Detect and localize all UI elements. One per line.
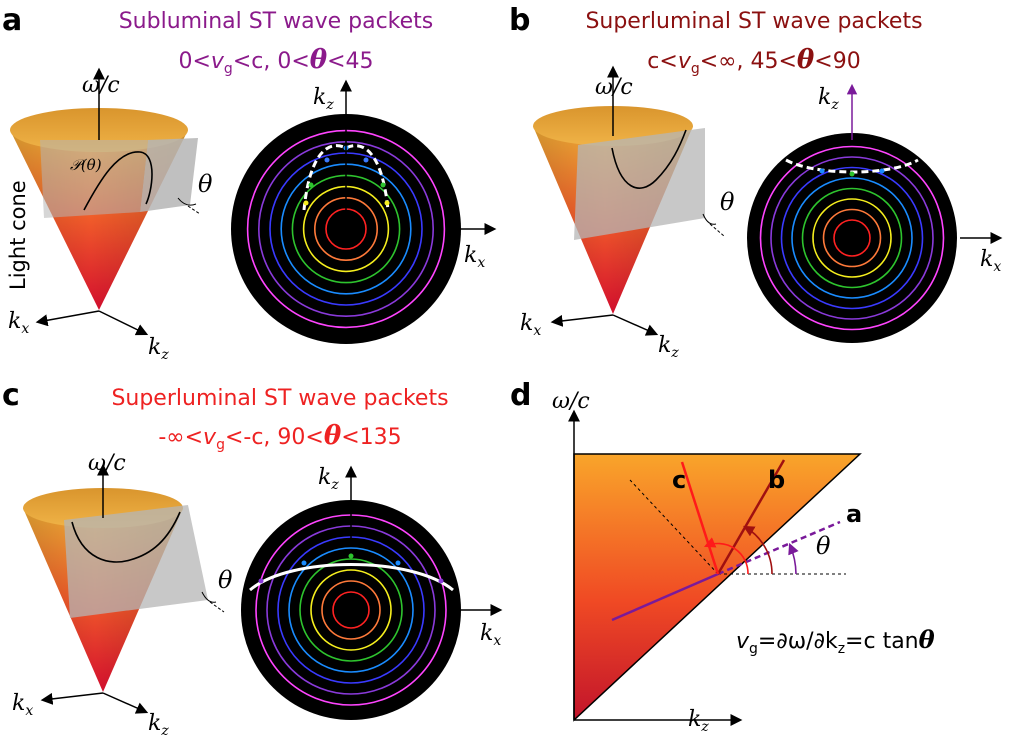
disk-a	[231, 114, 461, 344]
kx-label-c: kx	[12, 691, 33, 719]
kz-label-disk-a: kz	[313, 85, 334, 113]
spectral-ring	[780, 166, 924, 310]
omega-label-a: ω/c	[82, 73, 120, 98]
kz-label-d: kz	[688, 707, 709, 735]
spectral-ring	[332, 591, 370, 629]
spectral-ring	[759, 145, 945, 331]
light-cone-c: θ	[23, 488, 233, 692]
panel-b-condition: c<vg<∞, 45<θ<90	[647, 45, 860, 77]
ray-a-lower	[611, 572, 719, 622]
panel-d: d ω/c kz c b a θ vg=∂ω/∂kz=c tanθ	[510, 378, 935, 735]
kx-label-a: kx	[8, 309, 29, 337]
ray-c	[680, 461, 720, 575]
disk-b	[747, 133, 957, 343]
panel-a-title: Subluminal ST wave packets	[119, 9, 434, 34]
panel-label-b: b	[509, 3, 530, 38]
kx-axis-a	[35, 310, 100, 327]
trajectory-c	[249, 563, 454, 592]
panel-b-title: Superluminal ST wave packets	[585, 9, 922, 34]
spectral-ring	[791, 177, 913, 299]
ray-b	[716, 459, 786, 575]
kz-axis-c	[102, 692, 149, 714]
ray-label-b: b	[768, 466, 785, 494]
spectral-ring	[321, 580, 381, 640]
ray-a	[717, 520, 841, 576]
disk-c-bg	[241, 500, 461, 720]
kz-label-a: kz	[148, 335, 169, 363]
spectral-ring	[770, 156, 934, 320]
omega-label-c: ω/c	[88, 451, 126, 476]
panel-a: a Subluminal ST wave packets 0<vg<c, 0<θ…	[2, 3, 497, 363]
panel-a-condition: 0<vg<c, 0<θ<45	[178, 45, 373, 77]
panel-label-a: a	[2, 3, 22, 38]
trajectory-a	[302, 144, 390, 211]
spectral-ring	[812, 198, 892, 278]
light-cone-triangle	[573, 453, 862, 722]
intersection-plane-a	[140, 138, 198, 212]
kz-label-disk-c: kz	[318, 465, 339, 493]
kz-label-disk-b: kz	[818, 85, 839, 113]
panel-label-c: c	[2, 378, 20, 413]
intersection-curve-a	[83, 151, 153, 211]
disk-b-bg	[747, 133, 957, 343]
intersection-plane-b	[574, 128, 705, 240]
kz-label-b: kz	[658, 333, 679, 361]
kx-label-disk-c: kx	[480, 621, 501, 649]
intersection-curve-b	[611, 129, 687, 189]
theta-label-c: θ	[218, 566, 233, 594]
spectral-ring	[822, 208, 882, 268]
ray-label-c: c	[672, 466, 686, 494]
theta-label-d: θ	[816, 532, 831, 560]
spectral-ring	[833, 219, 871, 257]
disk-a-bg	[231, 114, 461, 344]
spectral-ring	[288, 547, 414, 673]
panel-c-title: Superluminal ST wave packets	[111, 386, 448, 411]
kz-axis-a	[98, 310, 149, 336]
intersection-plane-c	[64, 505, 208, 618]
theta-label-a: θ	[198, 170, 213, 198]
group-velocity-equation: vg=∂ω/∂kz=c tanθ	[736, 625, 935, 657]
panel-b: b Superluminal ST wave packets c<vg<∞, 4…	[509, 3, 1003, 361]
ray-label-a: a	[846, 500, 862, 528]
kx-axis-c	[40, 692, 104, 705]
curve-label-p-theta: 𝒫(θ)	[70, 156, 102, 174]
panel-c-condition: -∞<vg<-c, 90<θ<135	[158, 421, 401, 453]
kx-label-disk-b: kx	[980, 247, 1001, 275]
light-cone-b: θ	[533, 106, 735, 314]
panel-c: c Superluminal ST wave packets -∞<vg<-c,…	[2, 378, 503, 739]
kx-label-b: kx	[520, 311, 541, 339]
kz-axis-b	[612, 314, 659, 336]
kx-label-disk-a: kx	[464, 243, 485, 271]
kz-label-c: kz	[148, 711, 169, 739]
omega-label-d: ω/c	[552, 389, 590, 414]
spectral-ring	[299, 558, 403, 662]
spectral-ring	[801, 187, 903, 289]
kx-axis-b	[550, 314, 614, 327]
spectral-ring	[310, 569, 392, 651]
light-cone-label: Light cone	[6, 180, 30, 290]
omega-label-b: ω/c	[595, 75, 633, 100]
theta-label-b: θ	[720, 188, 735, 216]
panel-label-d: d	[510, 378, 531, 413]
intersection-curve-c	[71, 511, 181, 563]
light-cone-a: 𝒫(θ) θ	[10, 108, 213, 310]
